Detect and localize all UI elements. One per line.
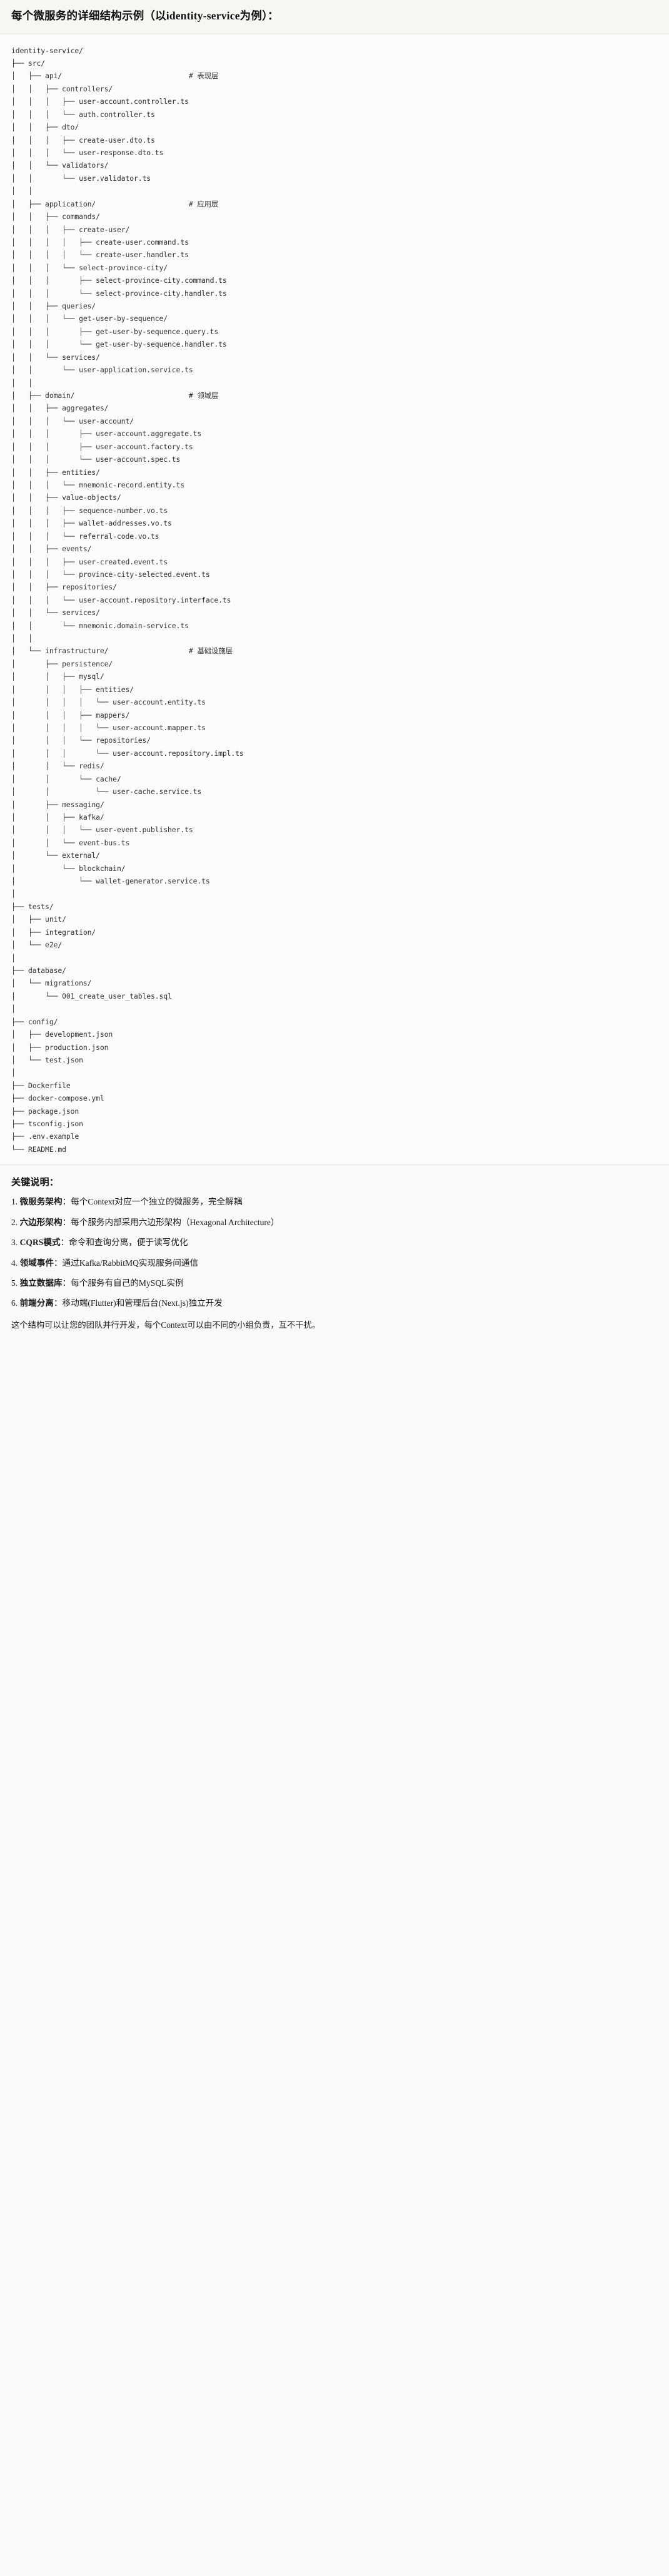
key-notes-title: 关键说明： xyxy=(11,1178,59,1188)
note-text: ：每个Context对应一个独立的微服务，完全解耦 xyxy=(62,1197,243,1207)
list-item: 领域事件：通过Kafka/RabbitMQ实现服务间通信 xyxy=(11,1257,658,1270)
list-item: 微服务架构：每个Context对应一个独立的微服务，完全解耦 xyxy=(11,1196,658,1208)
directory-tree-block: identity-service/ ├── src/ │ ├── api/ # … xyxy=(0,34,669,1165)
list-item: CQRS模式：命令和查询分离，便于读写优化 xyxy=(11,1236,658,1249)
list-item: 前端分离：移动端(Flutter)和管理后台(Next.js)独立开发 xyxy=(11,1297,658,1310)
key-notes-list: 微服务架构：每个Context对应一个独立的微服务，完全解耦 六边形架构：每个服… xyxy=(11,1196,658,1310)
note-text: ：每个服务内部采用六边形架构（Hexagonal Architecture） xyxy=(62,1217,279,1227)
note-text: ：命令和查询分离，便于读写优化 xyxy=(60,1238,188,1248)
note-text: ：每个服务有自己的MySQL实例 xyxy=(62,1278,184,1288)
directory-tree: identity-service/ ├── src/ │ ├── api/ # … xyxy=(11,46,244,1154)
note-text: ：移动端(Flutter)和管理后台(Next.js)独立开发 xyxy=(53,1298,223,1308)
key-notes-section: 关键说明： 微服务架构：每个Context对应一个独立的微服务，完全解耦 六边形… xyxy=(0,1164,669,1343)
note-key: CQRS模式 xyxy=(19,1238,61,1248)
note-key: 微服务架构 xyxy=(19,1197,63,1207)
note-key: 领域事件 xyxy=(19,1258,54,1268)
list-item: 六边形架构：每个服务内部采用六边形架构（Hexagonal Architectu… xyxy=(11,1216,658,1229)
list-item: 独立数据库：每个服务有自己的MySQL实例 xyxy=(11,1277,658,1290)
note-text: ：通过Kafka/RabbitMQ实现服务间通信 xyxy=(53,1258,199,1268)
note-key: 独立数据库 xyxy=(19,1278,63,1288)
note-key: 前端分离 xyxy=(19,1298,54,1308)
note-key: 六边形架构 xyxy=(19,1217,63,1227)
closing-paragraph: 这个结构可以让您的团队并行开发，每个Context可以由不同的小组负责，互不干扰… xyxy=(11,1320,321,1330)
page-title: 每个微服务的详细结构示例（以identity-service为例）： xyxy=(11,9,279,22)
document-header: 每个微服务的详细结构示例（以identity-service为例）： xyxy=(0,0,669,34)
